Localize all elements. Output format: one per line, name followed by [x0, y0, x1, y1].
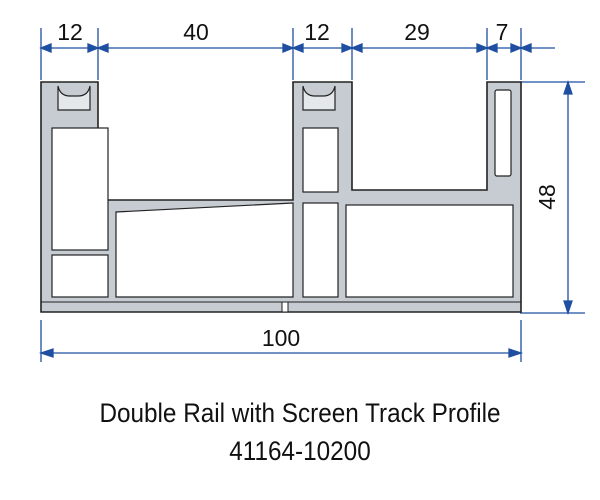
dim-top-2: 40	[183, 19, 209, 45]
chamber	[302, 202, 339, 298]
chamber	[51, 254, 109, 298]
middle-rail-fin	[302, 85, 336, 111]
chamber	[345, 204, 514, 298]
chamber	[51, 127, 109, 251]
chamber	[302, 127, 339, 193]
dim-top-3: 12	[304, 19, 330, 45]
chamber	[115, 202, 294, 298]
profile-body	[40, 81, 522, 313]
dim-top-4: 29	[404, 19, 430, 45]
dimension-lines	[38, 28, 585, 362]
dim-top-5: 7	[496, 19, 509, 45]
bottom-groove	[281, 301, 289, 313]
left-rail-fin	[57, 85, 91, 111]
diagram-title: Double Rail with Screen Track Profile	[99, 398, 501, 428]
part-number: 41164-10200	[229, 436, 371, 466]
screen-track-slot	[494, 89, 512, 177]
dim-overall-width: 100	[262, 325, 300, 351]
dim-top-1: 12	[57, 19, 83, 45]
dim-height: 48	[534, 184, 560, 210]
